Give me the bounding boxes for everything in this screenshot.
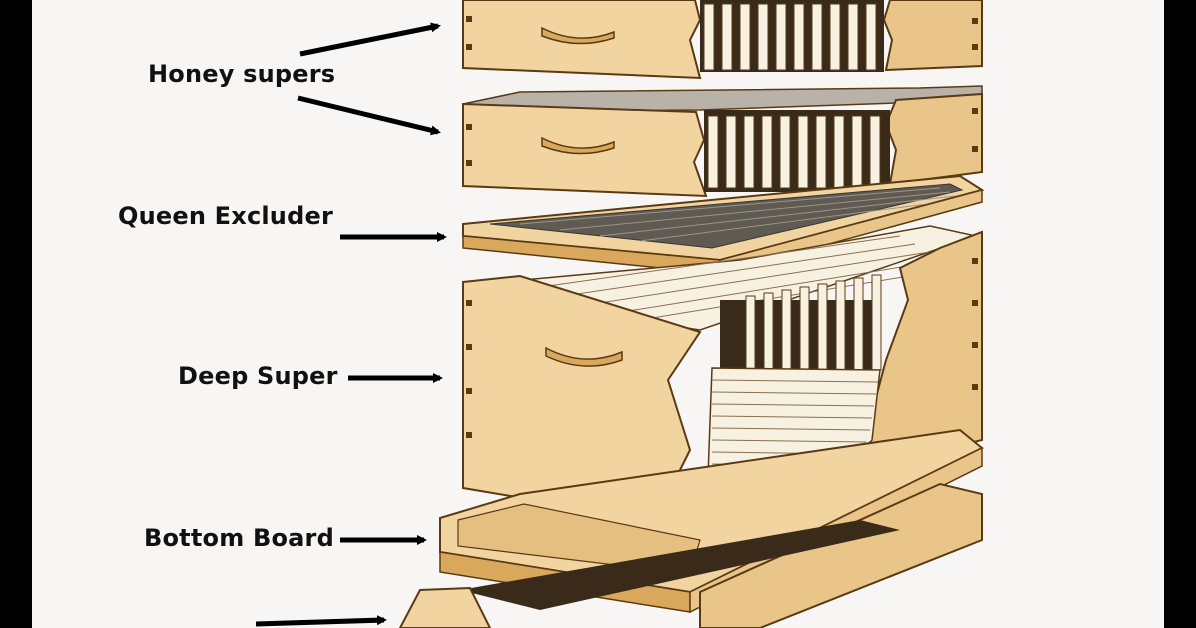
honey-super-top-side (882, 0, 983, 72)
honey-super-second (462, 85, 983, 198)
honey-super-top-joints (466, 16, 978, 50)
label-bottom-board: Bottom Board (144, 524, 334, 552)
deep-super-frames (745, 274, 882, 371)
honey-super-second-frames (707, 115, 881, 189)
arrow-honey-super-top (299, 22, 441, 57)
deep-super-joints (466, 258, 978, 438)
label-queen-excluder: Queen Excluder (118, 202, 333, 230)
arrows (255, 22, 447, 627)
honey-super-top (462, 0, 983, 80)
deep-super (462, 225, 983, 530)
honey-super-top-frames (703, 3, 877, 71)
queen-excluder-wires (519, 187, 959, 242)
queen-excluder-grid (489, 183, 964, 249)
label-deep-super: Deep Super (178, 362, 338, 390)
hive-stand-front (398, 586, 492, 628)
arrow-hive-stand (255, 615, 387, 627)
arrow-honey-super-second (297, 95, 441, 136)
honey-super-top-handhold (541, 26, 615, 45)
honey-super-second-joints (466, 108, 978, 166)
honey-super-second-side (884, 92, 983, 186)
label-honey-supers: Honey supers (148, 60, 336, 88)
deep-super-handhold (545, 346, 623, 367)
honey-super-second-handhold (541, 136, 615, 155)
hive-stand-rail (699, 482, 983, 628)
hive-stand (398, 482, 983, 628)
hive-stand-slats (460, 520, 900, 610)
